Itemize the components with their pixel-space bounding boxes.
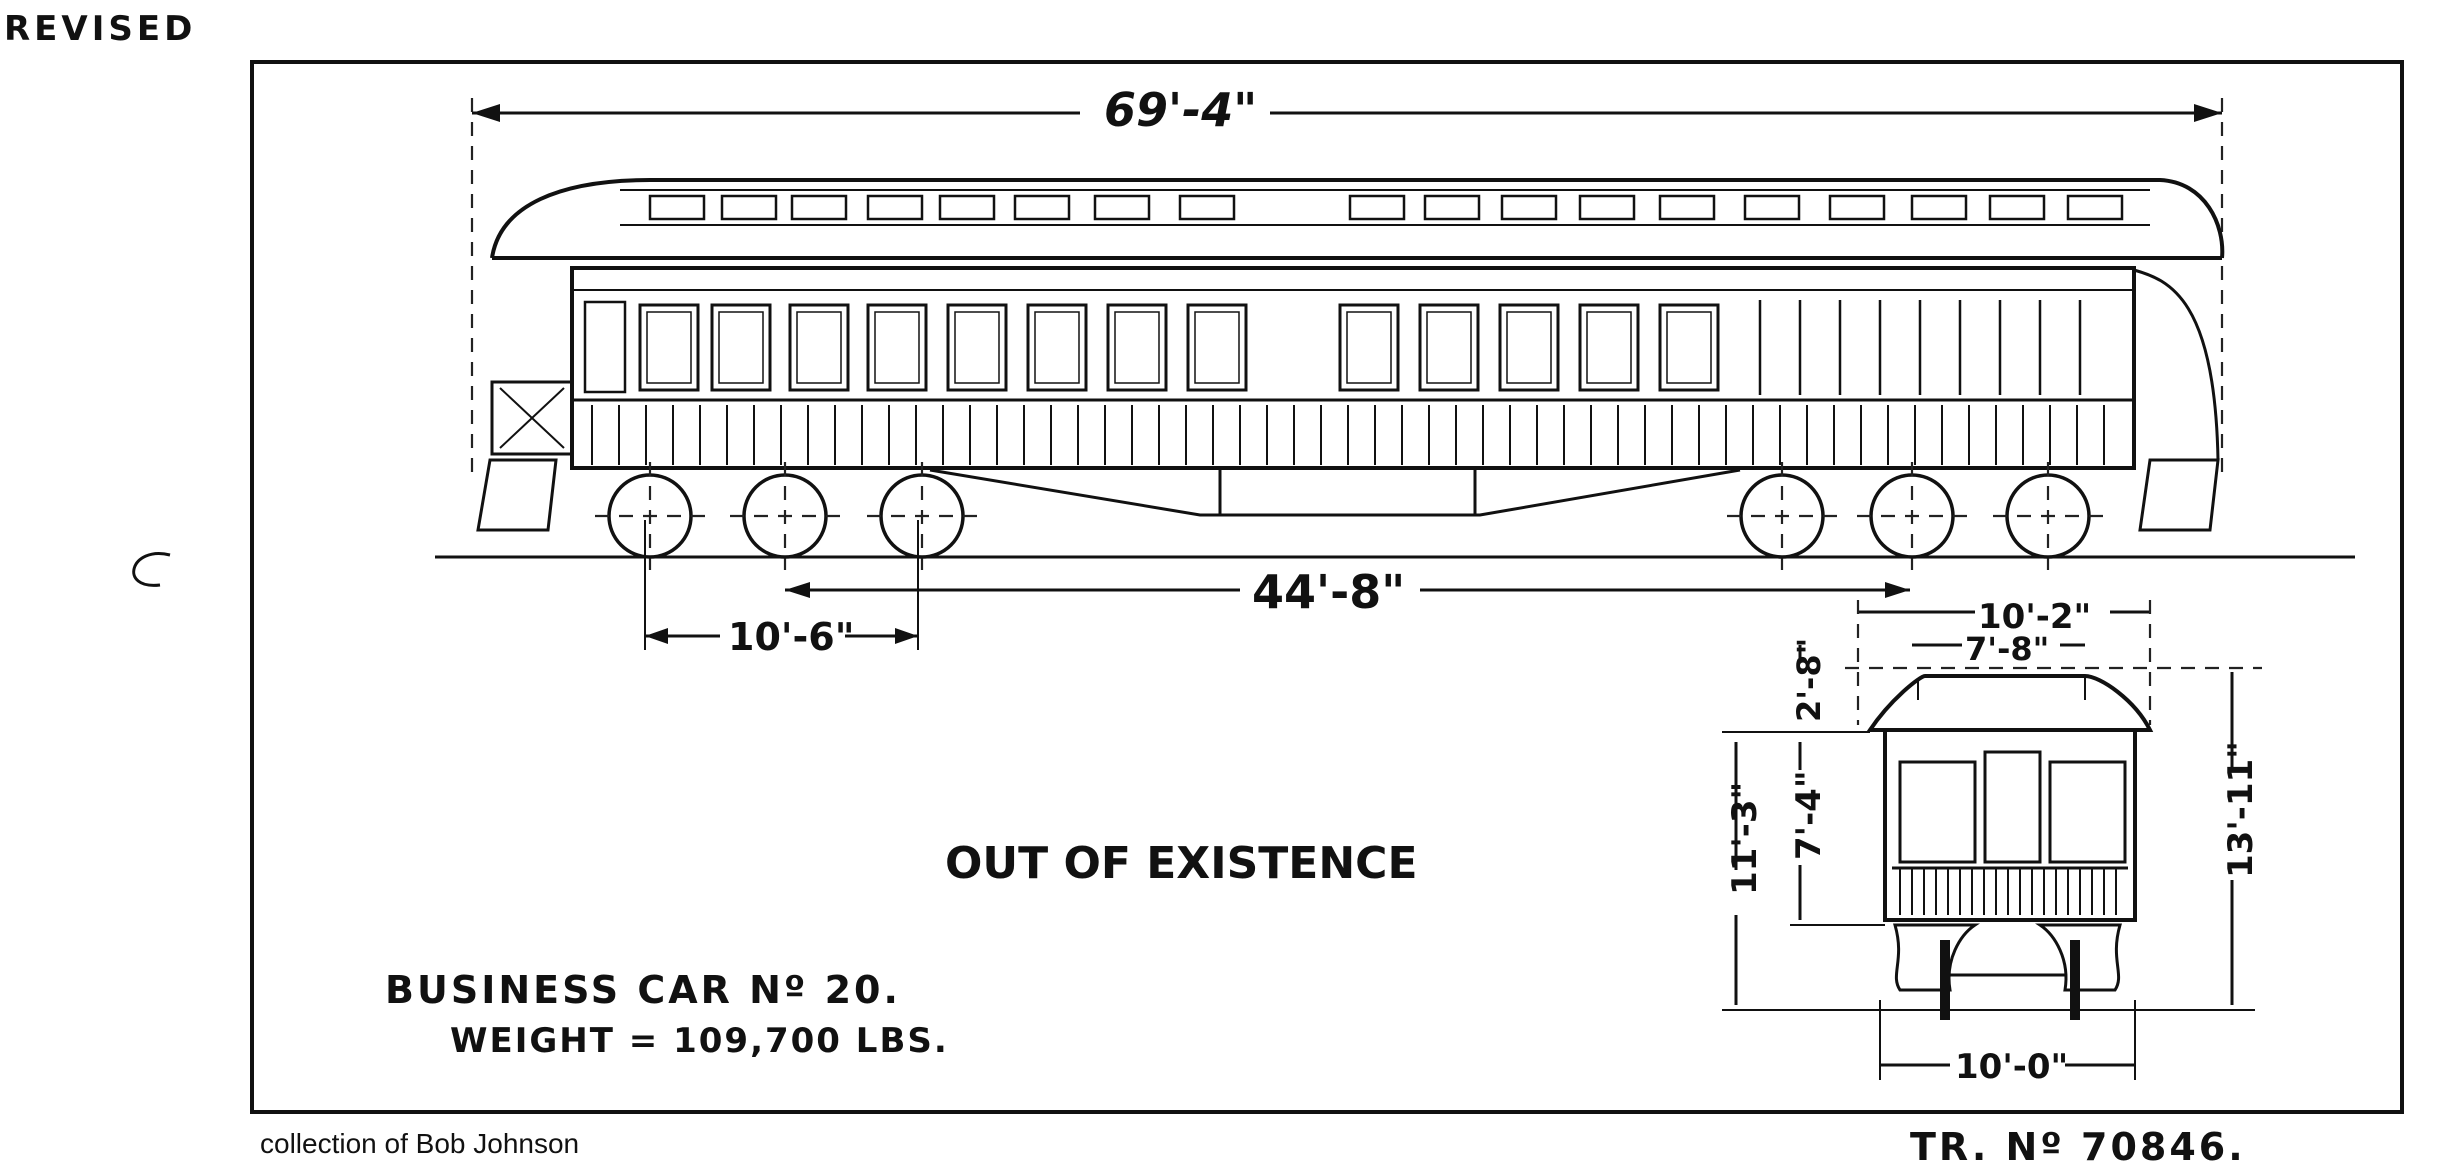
window-sash bbox=[646, 311, 692, 384]
arrow bbox=[1885, 582, 1910, 598]
clerestory-window bbox=[790, 194, 848, 221]
end-body bbox=[1883, 728, 2137, 922]
tr-number: TR. Nº 70846. bbox=[1910, 1125, 2246, 1169]
truck-wheelbase-label: 10'-6" bbox=[728, 615, 855, 659]
end-window-right bbox=[2048, 760, 2127, 864]
body-height-label: 7'-4" bbox=[1789, 770, 1829, 860]
end-railing bbox=[1892, 866, 2128, 915]
window-sash bbox=[954, 311, 1000, 384]
window-sash bbox=[1114, 311, 1160, 384]
side-window bbox=[1186, 303, 1248, 392]
side-window bbox=[1338, 303, 1400, 392]
end-truck-left bbox=[1893, 923, 1980, 992]
clerestory-window bbox=[1093, 194, 1151, 221]
roof-height-label: 2'-8" bbox=[1790, 638, 1828, 722]
status-label: OUT OF EXISTENCE bbox=[945, 838, 1418, 889]
clerestory-window bbox=[938, 194, 996, 221]
side-window bbox=[710, 303, 772, 392]
drawing-border bbox=[250, 60, 2404, 1114]
arrow bbox=[785, 582, 810, 598]
side-window bbox=[866, 303, 928, 392]
side-window bbox=[788, 303, 850, 392]
arrow bbox=[895, 628, 918, 644]
clerestory-windows bbox=[648, 194, 2124, 221]
end-door-window bbox=[583, 300, 627, 394]
window-sash bbox=[1346, 311, 1392, 384]
end-roof bbox=[1866, 674, 2154, 732]
pencil-mark bbox=[132, 552, 171, 587]
side-windows bbox=[583, 300, 2082, 395]
car-name: BUSINESS CAR Nº 20. bbox=[385, 968, 901, 1012]
end-truck-right bbox=[2035, 923, 2122, 992]
window-sash bbox=[1666, 311, 1712, 384]
platform-railing-left bbox=[490, 380, 574, 456]
railing-brace bbox=[499, 387, 565, 449]
side-window bbox=[1498, 303, 1560, 392]
clerestory-window bbox=[720, 194, 778, 221]
end-door bbox=[1983, 750, 2042, 864]
clerestory-window bbox=[1828, 194, 1886, 221]
side-window bbox=[1418, 303, 1480, 392]
end-wheel-left bbox=[1940, 940, 1950, 1020]
truss-rod bbox=[929, 468, 1741, 517]
track-width-label: 10'-0" bbox=[1955, 1047, 2068, 1087]
steps-left bbox=[476, 458, 558, 532]
end-window-left bbox=[1898, 760, 1977, 864]
collection-credit: collection of Bob Johnson bbox=[260, 1128, 580, 1159]
clerestory-window bbox=[1743, 194, 1801, 221]
overall-length-label: 69'-4" bbox=[1104, 83, 1257, 137]
arrow-left bbox=[472, 104, 500, 122]
car-body bbox=[570, 266, 2136, 470]
window-sash bbox=[796, 311, 842, 384]
clerestory-window bbox=[1988, 194, 2046, 221]
side-window bbox=[1106, 303, 1168, 392]
car-weight: WEIGHT = 109,700 LBS. bbox=[450, 1021, 949, 1061]
clerestory-window bbox=[1423, 194, 1481, 221]
roof-width-label: 7'-8" bbox=[1965, 630, 2049, 668]
side-window bbox=[1026, 303, 1088, 392]
clerestory-window bbox=[1013, 194, 1071, 221]
revised-stamp: REVISED bbox=[4, 9, 196, 49]
clerestory-window bbox=[1658, 194, 1716, 221]
window-sash bbox=[1034, 311, 1080, 384]
arrow-right bbox=[2194, 104, 2222, 122]
clerestory-window bbox=[1578, 194, 1636, 221]
window-sash bbox=[874, 311, 920, 384]
total-height-label: 13'-11" bbox=[2221, 741, 2261, 878]
window-sash bbox=[1194, 311, 1240, 384]
clerestory-window bbox=[648, 194, 706, 221]
end-wheel-right bbox=[2070, 940, 2080, 1020]
outside-width-label: 10'-2" bbox=[1978, 597, 2091, 637]
side-window bbox=[1658, 303, 1720, 392]
clerestory-window bbox=[1178, 194, 1236, 221]
window-sash bbox=[718, 311, 764, 384]
side-elevation: 69'-4" 44'-8" bbox=[435, 83, 2355, 659]
side-window bbox=[638, 303, 700, 392]
window-sash bbox=[1506, 311, 1552, 384]
window-sash bbox=[1426, 311, 1472, 384]
vestibule-right bbox=[2133, 268, 2220, 461]
truck-centers-label: 44'-8" bbox=[1252, 565, 1405, 619]
arrow bbox=[645, 628, 668, 644]
clerestory-window bbox=[1348, 194, 1406, 221]
wheels bbox=[595, 462, 2103, 570]
side-window bbox=[946, 303, 1008, 392]
floor-height-label: 11'-3" bbox=[1725, 782, 1765, 895]
roof-outline bbox=[490, 178, 2225, 259]
clerestory-window bbox=[866, 194, 924, 221]
end-elevation: 10'-2" 7'-8" 11'-3" 7'-4" 2'-8" 1 bbox=[1722, 597, 2262, 1087]
side-window bbox=[1578, 303, 1640, 392]
window-sash bbox=[1586, 311, 1632, 384]
clerestory-window bbox=[1910, 194, 1968, 221]
steps-right bbox=[2138, 458, 2220, 532]
clerestory-window bbox=[2066, 194, 2124, 221]
wainscot-panels bbox=[591, 405, 2105, 465]
clerestory-window bbox=[1500, 194, 1558, 221]
